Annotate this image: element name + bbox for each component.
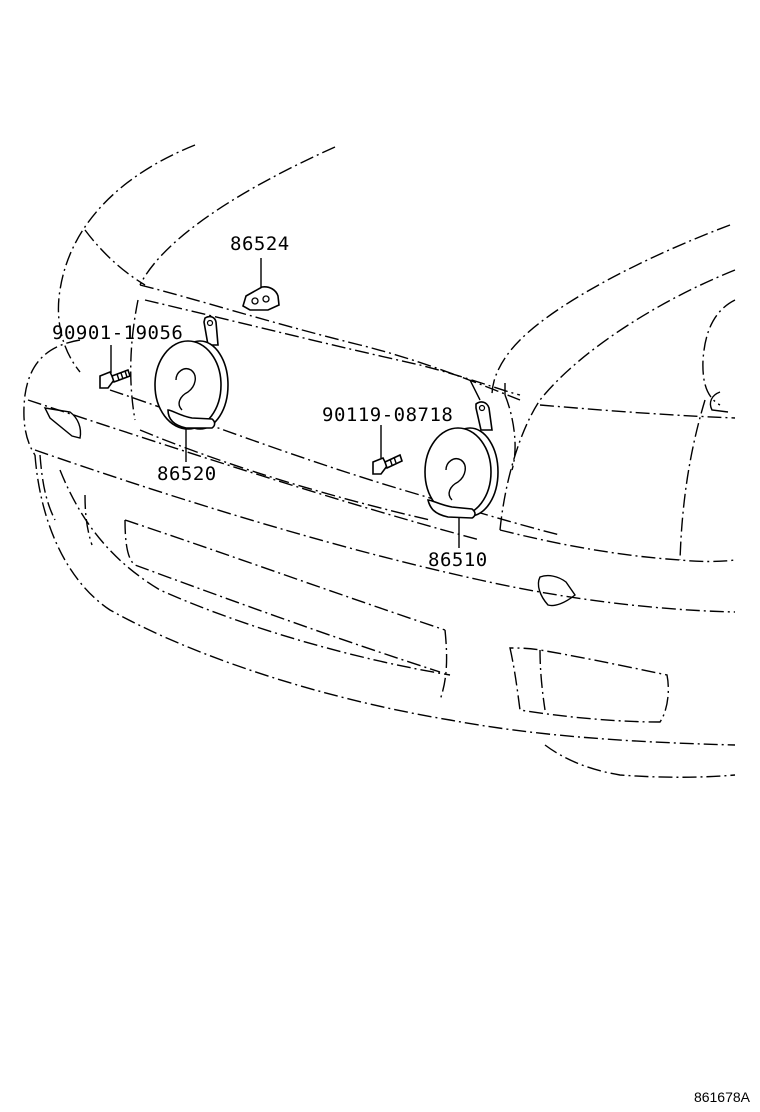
vehicle-body-outline	[23, 144, 736, 778]
horn-86510	[424, 401, 499, 519]
horn-86520	[154, 315, 229, 430]
part-label-86524: 86524	[230, 233, 290, 255]
bolt-90901-19056	[99, 368, 132, 389]
part-label-86520: 86520	[157, 463, 217, 485]
figure-id: 861678A	[694, 1089, 751, 1105]
vehicle-details	[43, 379, 729, 607]
part-label-86510: 86510	[428, 549, 488, 571]
part-label-90119-08718: 90119-08718	[322, 404, 453, 426]
part-label-90901-19056: 90901-19056	[52, 322, 183, 344]
leader-lines	[110, 258, 460, 548]
bracket-86524	[242, 286, 280, 311]
bolt-90119-08718	[372, 453, 403, 475]
